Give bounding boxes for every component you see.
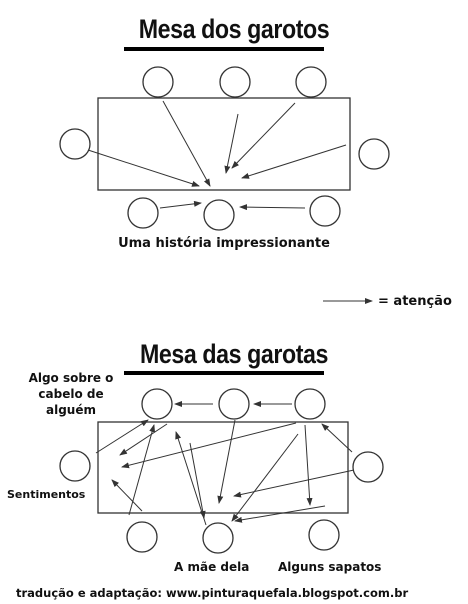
label-hair: Algo sobre o cabelo de alguém xyxy=(28,371,114,417)
girls-seat xyxy=(308,519,340,551)
girls-seat xyxy=(352,451,384,483)
footer-credit: tradução e adaptação: www.pinturaquefala… xyxy=(16,586,409,600)
legend-label: = atenção xyxy=(378,294,452,309)
attention-arrow xyxy=(95,419,149,454)
boys-attention-arrows xyxy=(87,100,347,211)
girls-seat xyxy=(59,450,91,482)
boys-seat xyxy=(358,138,390,170)
attention-arrow xyxy=(241,144,347,179)
attention-arrow xyxy=(162,100,211,187)
boys-seat xyxy=(295,66,327,98)
girls-seat xyxy=(141,388,173,420)
boys-seat-speaker xyxy=(203,199,235,231)
attention-arrow xyxy=(189,442,206,519)
label-shoes: Alguns sapatos xyxy=(278,560,382,574)
boys-table-rectangle xyxy=(97,97,351,191)
girls-seat xyxy=(218,388,250,420)
girls-seat xyxy=(294,388,326,420)
girls-table xyxy=(59,388,384,554)
boys-title-underline xyxy=(124,47,324,51)
attention-arrow xyxy=(321,423,353,453)
attention-arrow xyxy=(233,469,355,498)
girls-seat xyxy=(202,522,234,554)
attention-arrow xyxy=(217,419,236,504)
girls-attention-arrows xyxy=(95,401,355,526)
label-mother: A mãe dela xyxy=(174,560,250,574)
boys-table-title: Mesa dos garotos xyxy=(138,14,330,44)
label-feelings: Sentimentos xyxy=(7,488,86,501)
attention-arrow xyxy=(121,422,297,469)
boys-seat xyxy=(59,128,91,160)
attention-arrow xyxy=(239,204,306,211)
attention-arrow xyxy=(234,505,326,523)
attention-arrow xyxy=(111,479,143,512)
attention-arrow xyxy=(231,102,296,169)
attention-arrow xyxy=(87,149,200,187)
girls-table-rectangle xyxy=(97,421,349,514)
girls-title-underline xyxy=(124,371,324,375)
boys-seat xyxy=(309,195,341,227)
attention-arrow xyxy=(175,431,207,526)
attention-arrow xyxy=(159,200,202,209)
attention-arrow xyxy=(224,113,239,174)
girls-seat xyxy=(126,521,158,553)
boys-seat xyxy=(219,66,251,98)
boys-seat xyxy=(142,66,174,98)
boys-table xyxy=(59,66,390,231)
attention-arrow xyxy=(231,433,299,522)
boys-seat xyxy=(127,197,159,229)
attention-arrow xyxy=(128,424,156,516)
attention-arrow xyxy=(304,424,313,506)
attention-arrow xyxy=(119,423,168,456)
boys-caption: Uma história impressionante xyxy=(118,236,330,251)
girls-table-title: Mesa das garotas xyxy=(139,339,328,369)
